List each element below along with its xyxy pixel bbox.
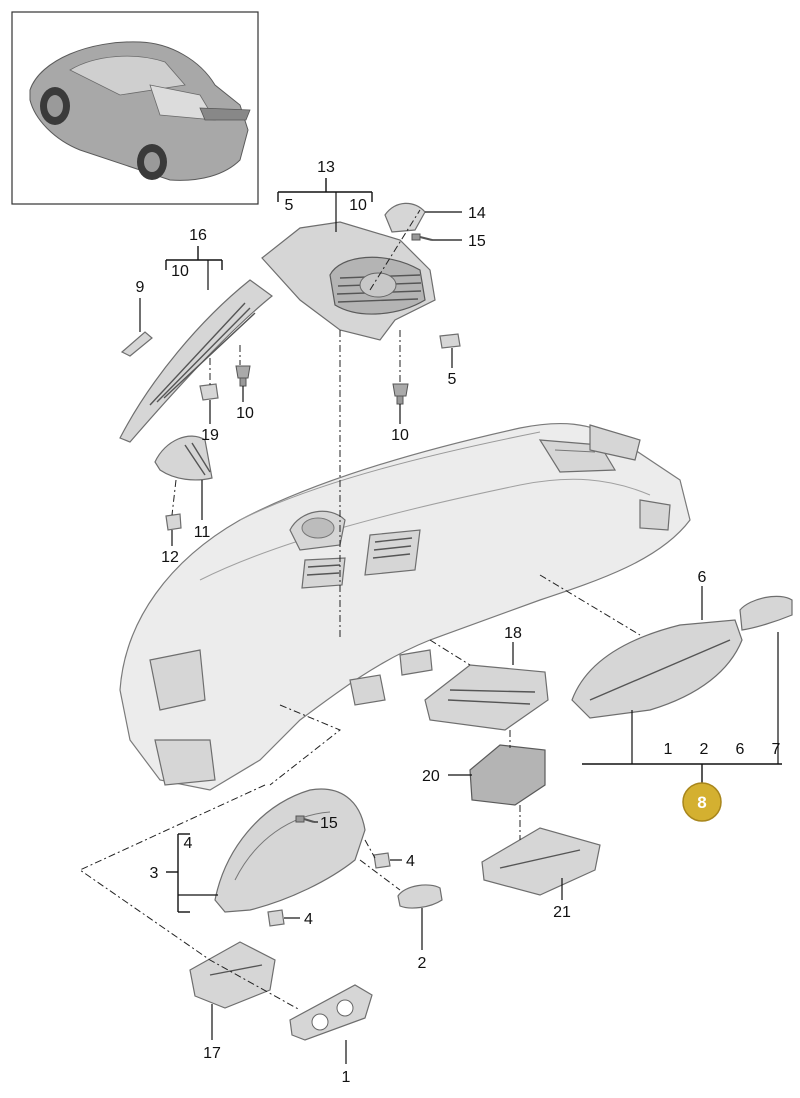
clip-4-bottom [267,909,285,927]
callout-19: 19 [201,427,219,444]
pin-10-a [235,365,251,387]
clip-19 [199,383,219,401]
leaders [139,178,782,1064]
callout-8: 8 [697,793,706,812]
part-2 [397,884,443,909]
callout-4-right: 4 [406,853,415,870]
callout-15-lower: 15 [320,815,338,832]
dashboard-carrier [119,422,691,791]
pin-10-b [392,383,409,405]
callout-4-bottom: 4 [304,911,313,928]
callout-1: 1 [342,1069,351,1086]
callout-labels: 13 5 10 14 15 16 10 9 5 10 10 19 11 12 6… [136,159,781,1086]
callout-16: 16 [189,227,207,244]
callout-11: 11 [194,524,211,541]
callout-14: 14 [468,205,486,222]
callout-10-top: 10 [349,197,367,214]
vent-11 [154,435,213,481]
screw-15-lower [295,815,315,823]
assembly-lines [78,209,641,1011]
bezel-1 [289,984,373,1041]
callout-10-left: 10 [171,263,189,280]
callout-12: 12 [161,549,179,566]
callout-13: 13 [317,159,335,176]
callout-17: 17 [203,1045,221,1062]
callout-9: 9 [136,279,145,296]
vent-11-slats [184,442,211,476]
callout-10-b: 10 [391,427,409,444]
clip-12 [165,513,182,531]
part-14 [384,202,426,233]
clip-5 [439,333,461,349]
callout-6: 6 [698,569,707,586]
callout-5-top: 5 [285,197,294,214]
callout-3: 3 [150,865,159,882]
car-inset [11,11,259,205]
center-vent-panel [261,221,436,341]
callout-2: 2 [418,955,427,972]
callout-4-top: 4 [184,835,193,852]
callout-15-top: 15 [468,233,486,250]
left-vent-strip [119,279,273,443]
tray-20 [469,744,546,806]
group8-member-2: 2 [700,741,709,758]
group8-member-6: 6 [736,741,745,758]
clip-4-right [373,852,391,869]
glove-box-6 [571,619,743,719]
screw-15-top [411,233,433,241]
part-9 [120,331,153,357]
callout-18: 18 [504,625,522,642]
callout-10-a: 10 [236,405,254,422]
instrument-shroud-3 [214,788,366,913]
callout-21: 21 [553,904,571,921]
callout-8-badge[interactable]: 8 [682,782,722,822]
callout-20: 20 [422,768,440,785]
group8-member-1: 1 [664,741,673,758]
callout-5: 5 [448,371,457,388]
handle-7 [739,595,793,631]
tray-21 [481,827,601,896]
switch-panel-17 [189,941,276,1009]
car-thumbnail-icon [29,41,251,181]
module-18 [424,664,549,731]
group8-member-7: 7 [772,741,781,758]
